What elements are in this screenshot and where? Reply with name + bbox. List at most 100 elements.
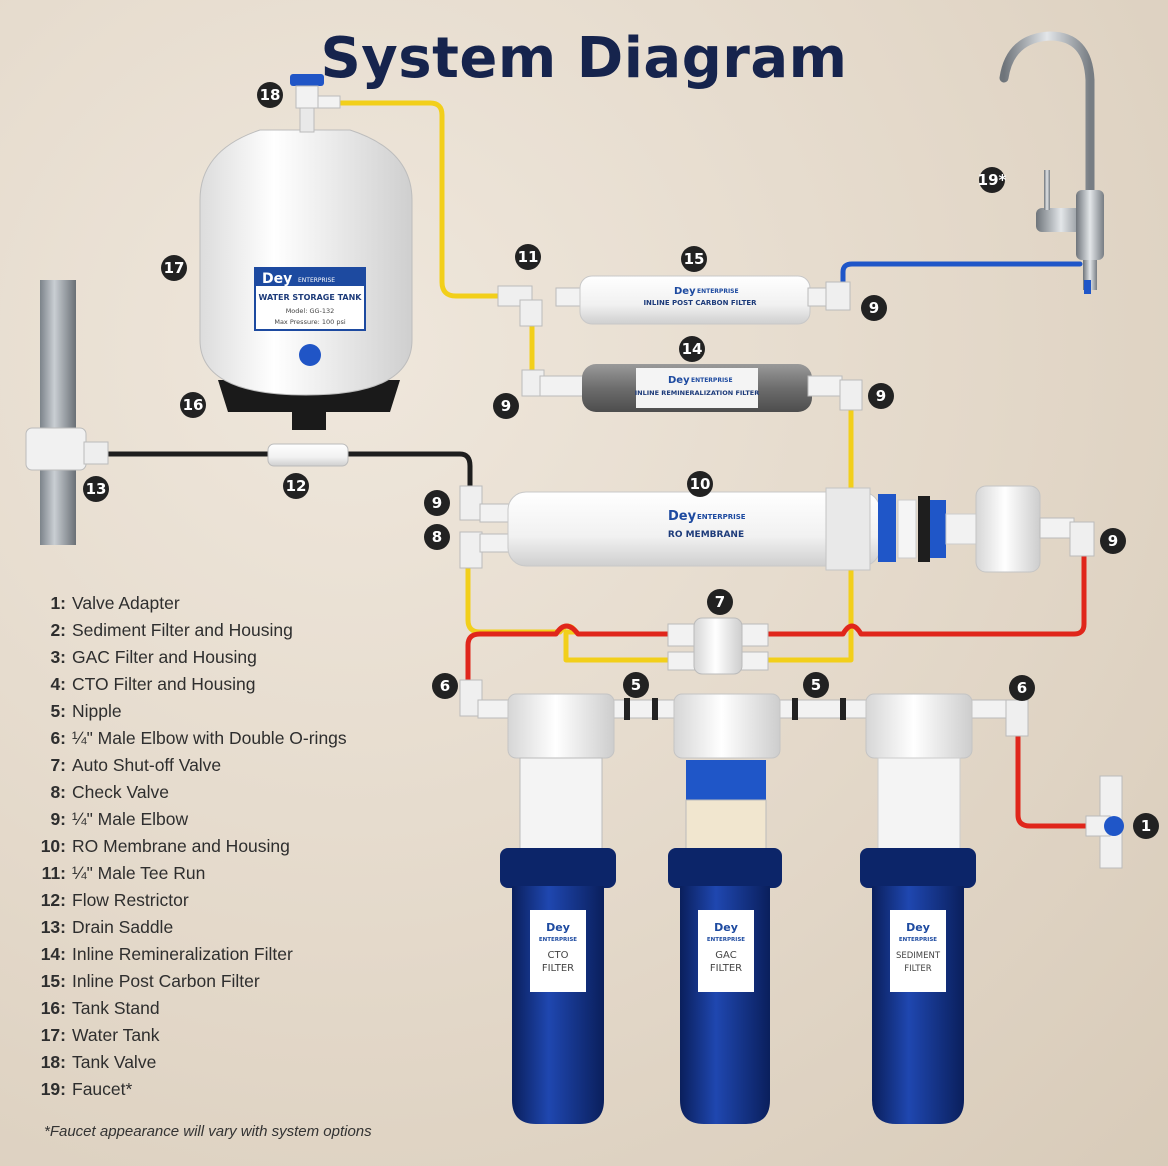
- callout-9: 9: [1100, 528, 1126, 554]
- callout-8: 8: [424, 524, 450, 550]
- legend-number: 13:: [40, 917, 66, 937]
- callout-badge: [707, 589, 733, 615]
- callout-badge: [257, 82, 283, 108]
- callout-9: 9: [424, 490, 450, 516]
- legend-number: 12:: [40, 890, 66, 910]
- gac-brand: Dey: [714, 921, 738, 934]
- legend-item: 14: Inline Remineralization Filter: [30, 941, 347, 968]
- sediment-brand-sub: ENTERPRISE: [899, 937, 937, 943]
- membrane-brand-sub: ENTERPRISE: [697, 513, 746, 521]
- legend-item: 11:¼" Male Tee Run: [30, 860, 347, 887]
- legend-number: 3:: [50, 647, 66, 667]
- callout-number: 18: [260, 86, 281, 104]
- legend-number: 16:: [40, 998, 66, 1018]
- callout-number: 11: [518, 248, 539, 266]
- legend-number: 9:: [50, 809, 66, 829]
- flow-restrictor: [267, 443, 349, 467]
- callout-6: 6: [1009, 675, 1035, 701]
- callout-badge: [432, 673, 458, 699]
- pre-filter-manifold: [459, 679, 1029, 737]
- tank-label-name: WATER STORAGE TANK: [258, 293, 362, 302]
- legend-item: 12: Flow Restrictor: [30, 887, 347, 914]
- membrane-brand: Dey: [668, 509, 697, 524]
- legend-number: 8:: [50, 782, 66, 802]
- post-carbon-brand: Dey: [674, 286, 696, 297]
- callout-badge: [424, 524, 450, 550]
- callout-badge: [868, 383, 894, 409]
- callout-16: 16: [180, 392, 206, 418]
- legend-item: 10:RO Membrane and Housing: [30, 833, 347, 860]
- tank-brand: Dey: [262, 271, 292, 287]
- faucet-tubing: [840, 261, 1083, 285]
- callout-badge: [283, 473, 309, 499]
- legend-item: 1:Valve Adapter: [30, 590, 347, 617]
- callout-badge: [979, 167, 1005, 193]
- drain-tubing: [103, 451, 473, 493]
- legend-item: 15:Inline Post Carbon Filter: [30, 968, 347, 995]
- callout-badge: [803, 672, 829, 698]
- callout-12: 12: [283, 473, 309, 499]
- callout-badge: [687, 471, 713, 497]
- legend-label: Tank Stand: [72, 998, 160, 1018]
- callout-5: 5: [803, 672, 829, 698]
- callout-1: 1: [1133, 813, 1159, 839]
- callout-14: 14: [679, 336, 705, 362]
- gac-filter-housing: Dey ENTERPRISE GAC FILTER: [668, 693, 782, 1124]
- callout-9: 9: [868, 383, 894, 409]
- legend-item: 8:Check Valve: [30, 779, 347, 806]
- cto-label-line2: FILTER: [542, 963, 574, 974]
- faucet: [999, 31, 1104, 294]
- callout-badge: [180, 392, 206, 418]
- post-carbon-filter: Dey ENTERPRISE INLINE POST CARBON FILTER: [497, 275, 851, 327]
- legend-label: Faucet*: [72, 1079, 133, 1099]
- sediment-filter-housing: Dey ENTERPRISE SEDIMENT FILTER: [860, 693, 976, 1124]
- callout-number: 8: [432, 528, 442, 546]
- callout-11: 11: [515, 244, 541, 270]
- callout-number: 1: [1141, 817, 1151, 835]
- legend-label: GAC Filter and Housing: [72, 647, 257, 667]
- callout-number: 7: [715, 593, 725, 611]
- callout-18: 18: [257, 82, 283, 108]
- gac-label-line1: GAC: [715, 950, 736, 961]
- sediment-brand: Dey: [906, 921, 930, 934]
- faucet-footnote: *Faucet appearance will vary with system…: [44, 1123, 372, 1140]
- callout-15: 15: [681, 246, 707, 272]
- callout-10: 10: [687, 471, 713, 497]
- callout-number: 6: [440, 677, 450, 695]
- callout-5: 5: [623, 672, 649, 698]
- gac-label-line2: FILTER: [710, 963, 742, 974]
- legend-number: 14:: [40, 944, 66, 964]
- remineral-label: INLINE REMINERALIZATION FILTER: [635, 389, 760, 397]
- legend-label: Drain Saddle: [72, 917, 174, 937]
- legend-item: 18:Tank Valve: [30, 1049, 347, 1076]
- callout-6: 6: [432, 673, 458, 699]
- callout-badge: [1133, 813, 1159, 839]
- callout-number: 12: [286, 477, 307, 495]
- callout-number: 14: [682, 340, 703, 358]
- legend-item: 5:Nipple: [30, 698, 347, 725]
- legend-label: CTO Filter and Housing: [72, 674, 256, 694]
- legend-number: 5:: [50, 701, 66, 721]
- gac-brand-sub: ENTERPRISE: [707, 937, 745, 943]
- legend-label: Flow Restrictor: [72, 890, 189, 910]
- callout-number: 19*: [978, 171, 1007, 189]
- callout-badge: [493, 393, 519, 419]
- legend-label: Inline Remineralization Filter: [72, 944, 293, 964]
- callout-badge: [681, 246, 707, 272]
- tank-label-model: Model: GG-132: [286, 307, 335, 315]
- legend-label: Tank Valve: [72, 1052, 157, 1072]
- valve-adapter: [1085, 775, 1124, 869]
- callout-badge: [679, 336, 705, 362]
- parts-legend: 1:Valve Adapter 2:Sediment Filter and Ho…: [30, 590, 347, 1103]
- legend-number: 4:: [50, 674, 66, 694]
- callout-7: 7: [707, 589, 733, 615]
- legend-label: Inline Post Carbon Filter: [72, 971, 260, 991]
- callout-number: 5: [631, 676, 641, 694]
- membrane-label: RO MEMBRANE: [668, 530, 744, 540]
- legend-number: 17:: [40, 1025, 66, 1045]
- legend-number: 11:: [41, 863, 66, 883]
- callout-number: 9: [1108, 532, 1118, 550]
- callout-badge: [515, 244, 541, 270]
- legend-label: Auto Shut-off Valve: [72, 755, 222, 775]
